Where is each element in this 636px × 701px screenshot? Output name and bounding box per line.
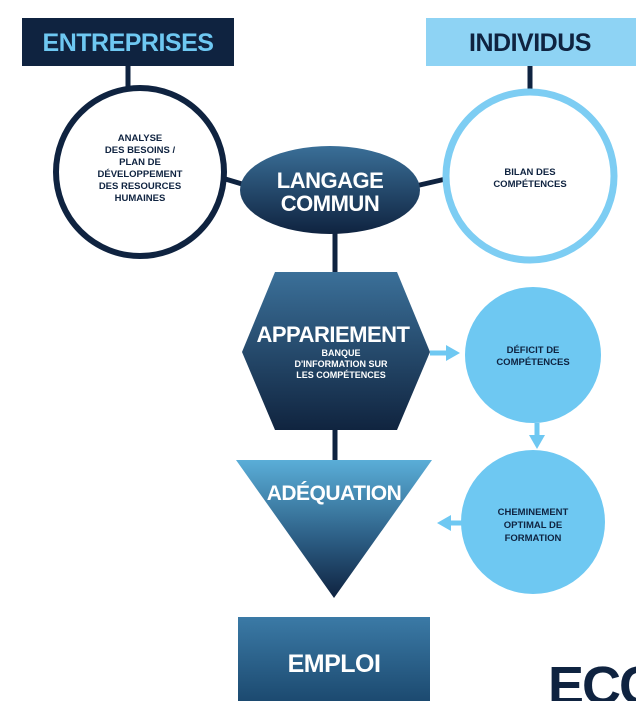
bilan-circle	[442, 88, 618, 264]
bilan-line-2: COMPÉTENCES	[493, 179, 566, 190]
arrow-appariement-deficit	[430, 345, 460, 361]
arrow-cheminement-adequation	[437, 515, 462, 531]
deficit-text: DÉFICIT DE COMPÉTENCES	[496, 345, 569, 368]
langage-line-1: LANGAGE	[277, 168, 384, 193]
appariement-sub-3: LES COMPÉTENCES	[296, 370, 386, 380]
cheminement-line-2: OPTIMAL DE	[504, 520, 562, 531]
analyse-line-3: PLAN DE	[119, 157, 161, 168]
emploi-box	[238, 617, 430, 701]
analyse-line-2: DES BESOINS /	[105, 145, 176, 156]
analyse-circle	[53, 85, 227, 259]
cheminement-line-1: CHEMINEMENT	[498, 507, 569, 518]
individus-label: INDIVIDUS	[469, 29, 591, 57]
appariement-sub: BANQUE D'INFORMATION SUR LES COMPÉTENCES	[295, 348, 388, 380]
emploi-label: EMPLOI	[288, 650, 381, 678]
arrow-deficit-cheminement	[529, 423, 545, 449]
appariement-sub-2: D'INFORMATION SUR	[295, 359, 388, 369]
langage-ellipse	[240, 146, 420, 234]
logo-partial: ECC	[548, 656, 636, 701]
appariement-sub-1: BANQUE	[321, 348, 360, 358]
bilan-line-1: BILAN DES	[504, 167, 555, 178]
deficit-line-2: COMPÉTENCES	[496, 357, 569, 368]
analyse-line-1: ANALYSE	[118, 133, 163, 144]
cheminement-line-3: FORMATION	[505, 533, 562, 544]
deficit-circle	[465, 287, 601, 423]
analyse-text: ANALYSE DES BESOINS / PLAN DE DÉVELOPPEM…	[98, 133, 183, 204]
cheminement-text: CHEMINEMENT OPTIMAL DE FORMATION	[498, 507, 569, 544]
cheminement-circle	[461, 450, 605, 594]
deficit-line-1: DÉFICIT DE	[507, 345, 560, 356]
entreprises-label: ENTREPRISES	[43, 29, 214, 57]
appariement-title: APPARIEMENT	[257, 322, 411, 347]
appariement-hexagon	[242, 272, 430, 430]
adequation-label: ADÉQUATION	[267, 482, 402, 505]
langage-line-2: COMMUN	[281, 191, 379, 216]
entreprises-box	[22, 18, 234, 66]
adequation-triangle	[236, 460, 432, 598]
bilan-text: BILAN DES COMPÉTENCES	[493, 167, 566, 190]
analyse-line-6: HUMAINES	[115, 193, 166, 204]
analyse-line-5: DES RESOURCES	[99, 181, 181, 192]
individus-box	[426, 18, 636, 66]
analyse-line-4: DÉVELOPPEMENT	[98, 169, 183, 180]
